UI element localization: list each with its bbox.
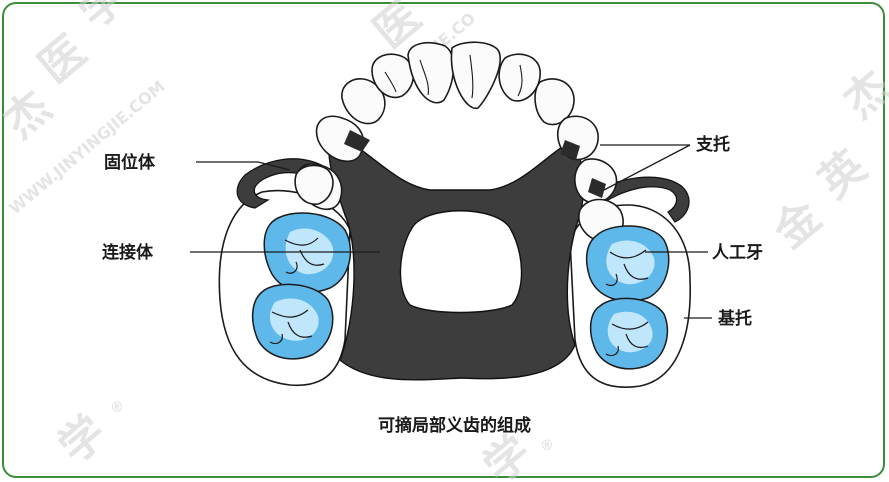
label-base: 基托 [717, 308, 752, 329]
leader-retainer [196, 161, 291, 171]
watermark-char: 英 [809, 140, 876, 208]
leader-rest-b [603, 144, 691, 191]
watermark-char: 金 [764, 190, 832, 259]
natural-tooth [407, 41, 455, 104]
figure-caption: 可摘局部义齿的组成 [378, 415, 531, 436]
natural-teeth [294, 41, 624, 243]
label-artificial-tooth: 人工牙 [712, 243, 763, 263]
label-rest: 支托 [696, 134, 730, 155]
watermark-char: 医 [29, 26, 95, 93]
watermark-char: 杰 [834, 61, 889, 128]
natural-tooth [498, 53, 541, 102]
artificial-teeth-right [585, 225, 670, 370]
right-rest-2 [588, 178, 606, 198]
watermark-char: 学 [49, 406, 115, 473]
natural-tooth [294, 164, 334, 205]
right-rest [560, 140, 580, 160]
watermark-mark: ® [540, 438, 554, 454]
natural-tooth [341, 78, 386, 125]
watermark-char: 杰 [0, 81, 61, 148]
natural-tooth [450, 41, 501, 109]
label-retainer: 固位体 [104, 152, 156, 173]
watermark-char: 学 [69, 0, 135, 38]
left-rest [344, 130, 370, 152]
watermark-mark: ® [110, 400, 124, 416]
major-connector [327, 128, 584, 381]
natural-tooth [315, 115, 365, 163]
label-connector: 连接体 [102, 242, 154, 263]
